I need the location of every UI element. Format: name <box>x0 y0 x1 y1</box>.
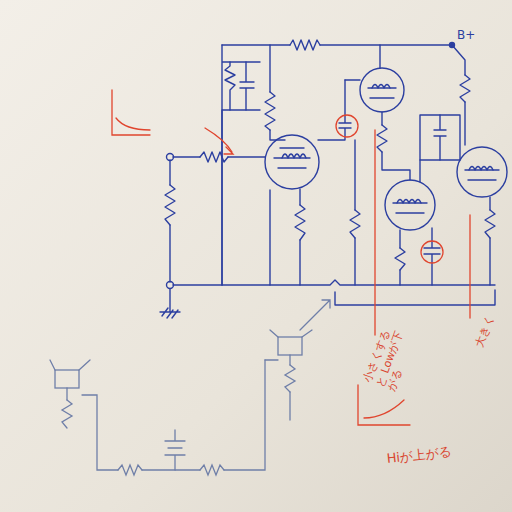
supply-label: B+ <box>457 29 475 43</box>
